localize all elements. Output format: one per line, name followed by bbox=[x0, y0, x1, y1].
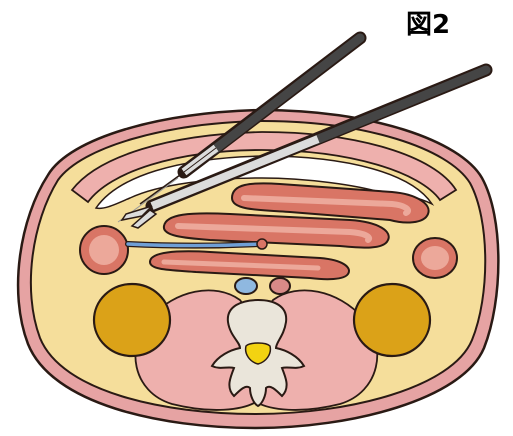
figure-label: 図2 bbox=[406, 4, 450, 41]
colon-right-inner bbox=[421, 246, 449, 270]
vena-cava bbox=[235, 278, 257, 294]
left-kidney bbox=[94, 284, 170, 356]
vessel-red-tip bbox=[257, 239, 267, 249]
colon-left-inner bbox=[89, 235, 119, 265]
right-kidney bbox=[354, 284, 430, 356]
vessel-blue-fill bbox=[128, 244, 260, 246]
aorta bbox=[270, 278, 290, 294]
